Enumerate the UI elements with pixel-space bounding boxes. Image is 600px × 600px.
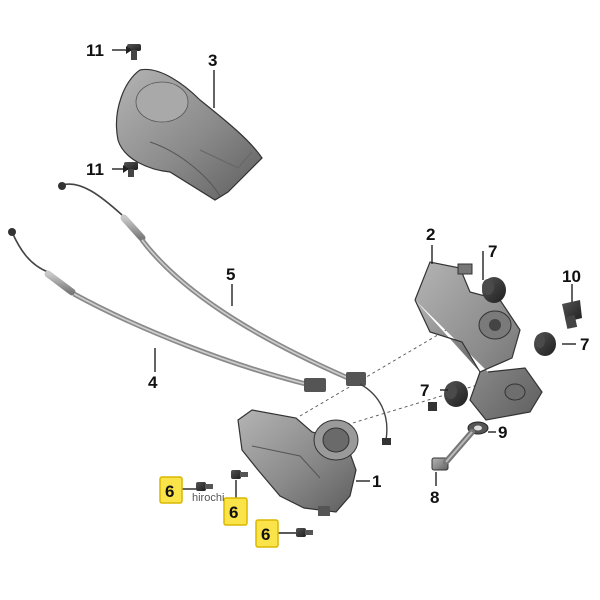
callout-4: 4 — [148, 373, 158, 392]
cable-part-4 — [8, 228, 326, 392]
screw-part-6-b — [231, 470, 248, 479]
watermark-text: hirochi — [192, 492, 224, 504]
nut-small — [428, 402, 437, 411]
actuator-part-1 — [237, 409, 359, 516]
callout-10: 10 — [562, 267, 581, 286]
bushing-part-7-top — [482, 277, 506, 303]
callout-11-top: 11 — [86, 41, 104, 60]
callout-6-a: 6 — [165, 482, 174, 501]
bushing-part-7-right — [534, 332, 556, 356]
callout-7-top: 7 — [488, 242, 497, 261]
callout-7-left: 7 — [420, 381, 429, 400]
callout-8: 8 — [430, 488, 439, 507]
callout-2: 2 — [426, 225, 435, 244]
screw-part-11-top — [127, 44, 141, 60]
leader-lines — [112, 46, 576, 534]
highlight-box — [255, 519, 279, 548]
highlight-box — [223, 497, 248, 526]
screw-part-6-c — [296, 528, 313, 537]
callout-6-c: 6 — [261, 525, 270, 544]
callout-11-bottom: 11 — [86, 160, 104, 179]
cover-part-3 — [115, 68, 263, 201]
callout-9: 9 — [498, 423, 507, 442]
callout-1: 1 — [372, 472, 381, 491]
bracket-part-2 — [414, 261, 543, 421]
callout-5: 5 — [226, 265, 235, 284]
callout-3: 3 — [208, 51, 217, 70]
highlight-box — [159, 476, 183, 504]
bolt-part-8 — [431, 429, 475, 471]
callout-7-right: 7 — [580, 335, 589, 354]
callout-6-b: 6 — [229, 503, 238, 522]
cable-part-5 — [58, 182, 366, 386]
screw-part-6-a — [196, 482, 213, 491]
bushing-part-7-left — [444, 381, 468, 407]
screw-part-10 — [562, 300, 582, 329]
